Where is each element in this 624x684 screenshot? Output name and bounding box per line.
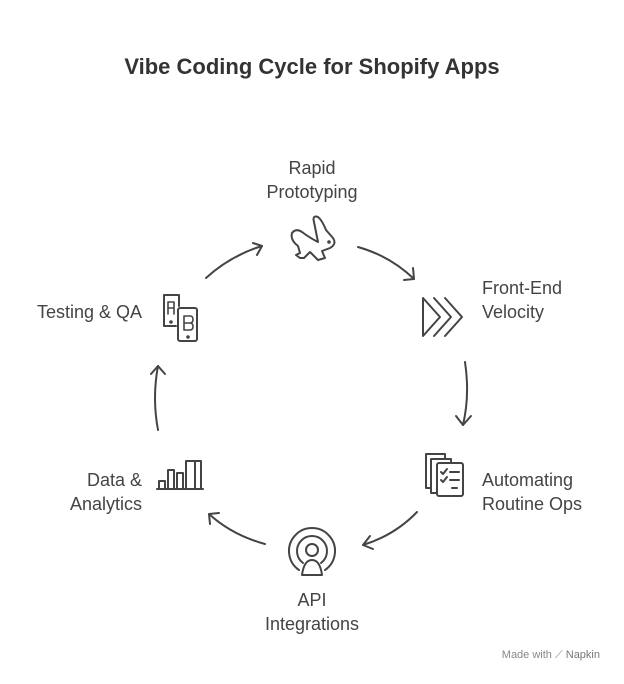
napkin-logo-icon: ⟋ bbox=[554, 649, 563, 661]
step-testing-qa-label: Testing & QA bbox=[0, 300, 142, 324]
label-line: Velocity bbox=[482, 302, 545, 322]
bar-chart-icon bbox=[156, 460, 204, 490]
diagram-title: Vibe Coding Cycle for Shopify Apps bbox=[124, 54, 500, 79]
label-line: Rapid bbox=[288, 158, 336, 178]
label-line: Front-End bbox=[482, 278, 563, 298]
label-line: API bbox=[297, 590, 327, 610]
label-line: Testing & QA bbox=[36, 302, 142, 322]
step-automating-label: Automating Routine Ops bbox=[482, 468, 624, 516]
label-line: Integrations bbox=[264, 614, 360, 634]
fast-forward-icon bbox=[422, 297, 463, 337]
made-with-text: Made with bbox=[501, 649, 552, 661]
label-line: Analytics bbox=[69, 494, 142, 514]
cycle-arrow bbox=[205, 242, 263, 279]
label-line: Routine Ops bbox=[482, 494, 583, 514]
cycle-arrow bbox=[455, 361, 472, 426]
step-rapid-prototyping-label: Rapid Prototyping bbox=[212, 156, 412, 204]
cycle-arrow bbox=[362, 511, 418, 550]
label-line: Data & bbox=[86, 470, 142, 490]
label-line: Prototyping bbox=[266, 182, 358, 202]
napkin-brand: Napkin bbox=[565, 649, 600, 661]
step-data-analytics-label: Data & Analytics bbox=[0, 468, 142, 516]
broadcast-user-icon bbox=[288, 527, 336, 576]
made-with-napkin-badge[interactable]: Made with ⟋ Napkin bbox=[502, 649, 600, 662]
checklist-documents-icon bbox=[425, 453, 464, 497]
label-line: Automating bbox=[482, 470, 574, 490]
ab-test-icon bbox=[163, 294, 198, 342]
cycle-arrow bbox=[150, 365, 166, 431]
step-front-end-velocity-label: Front-End Velocity bbox=[482, 276, 624, 324]
step-api-integrations-label: API Integrations bbox=[212, 588, 412, 636]
cycle-arrow bbox=[357, 246, 415, 281]
cycle-arrow bbox=[208, 512, 266, 545]
rabbit-icon bbox=[290, 215, 336, 261]
